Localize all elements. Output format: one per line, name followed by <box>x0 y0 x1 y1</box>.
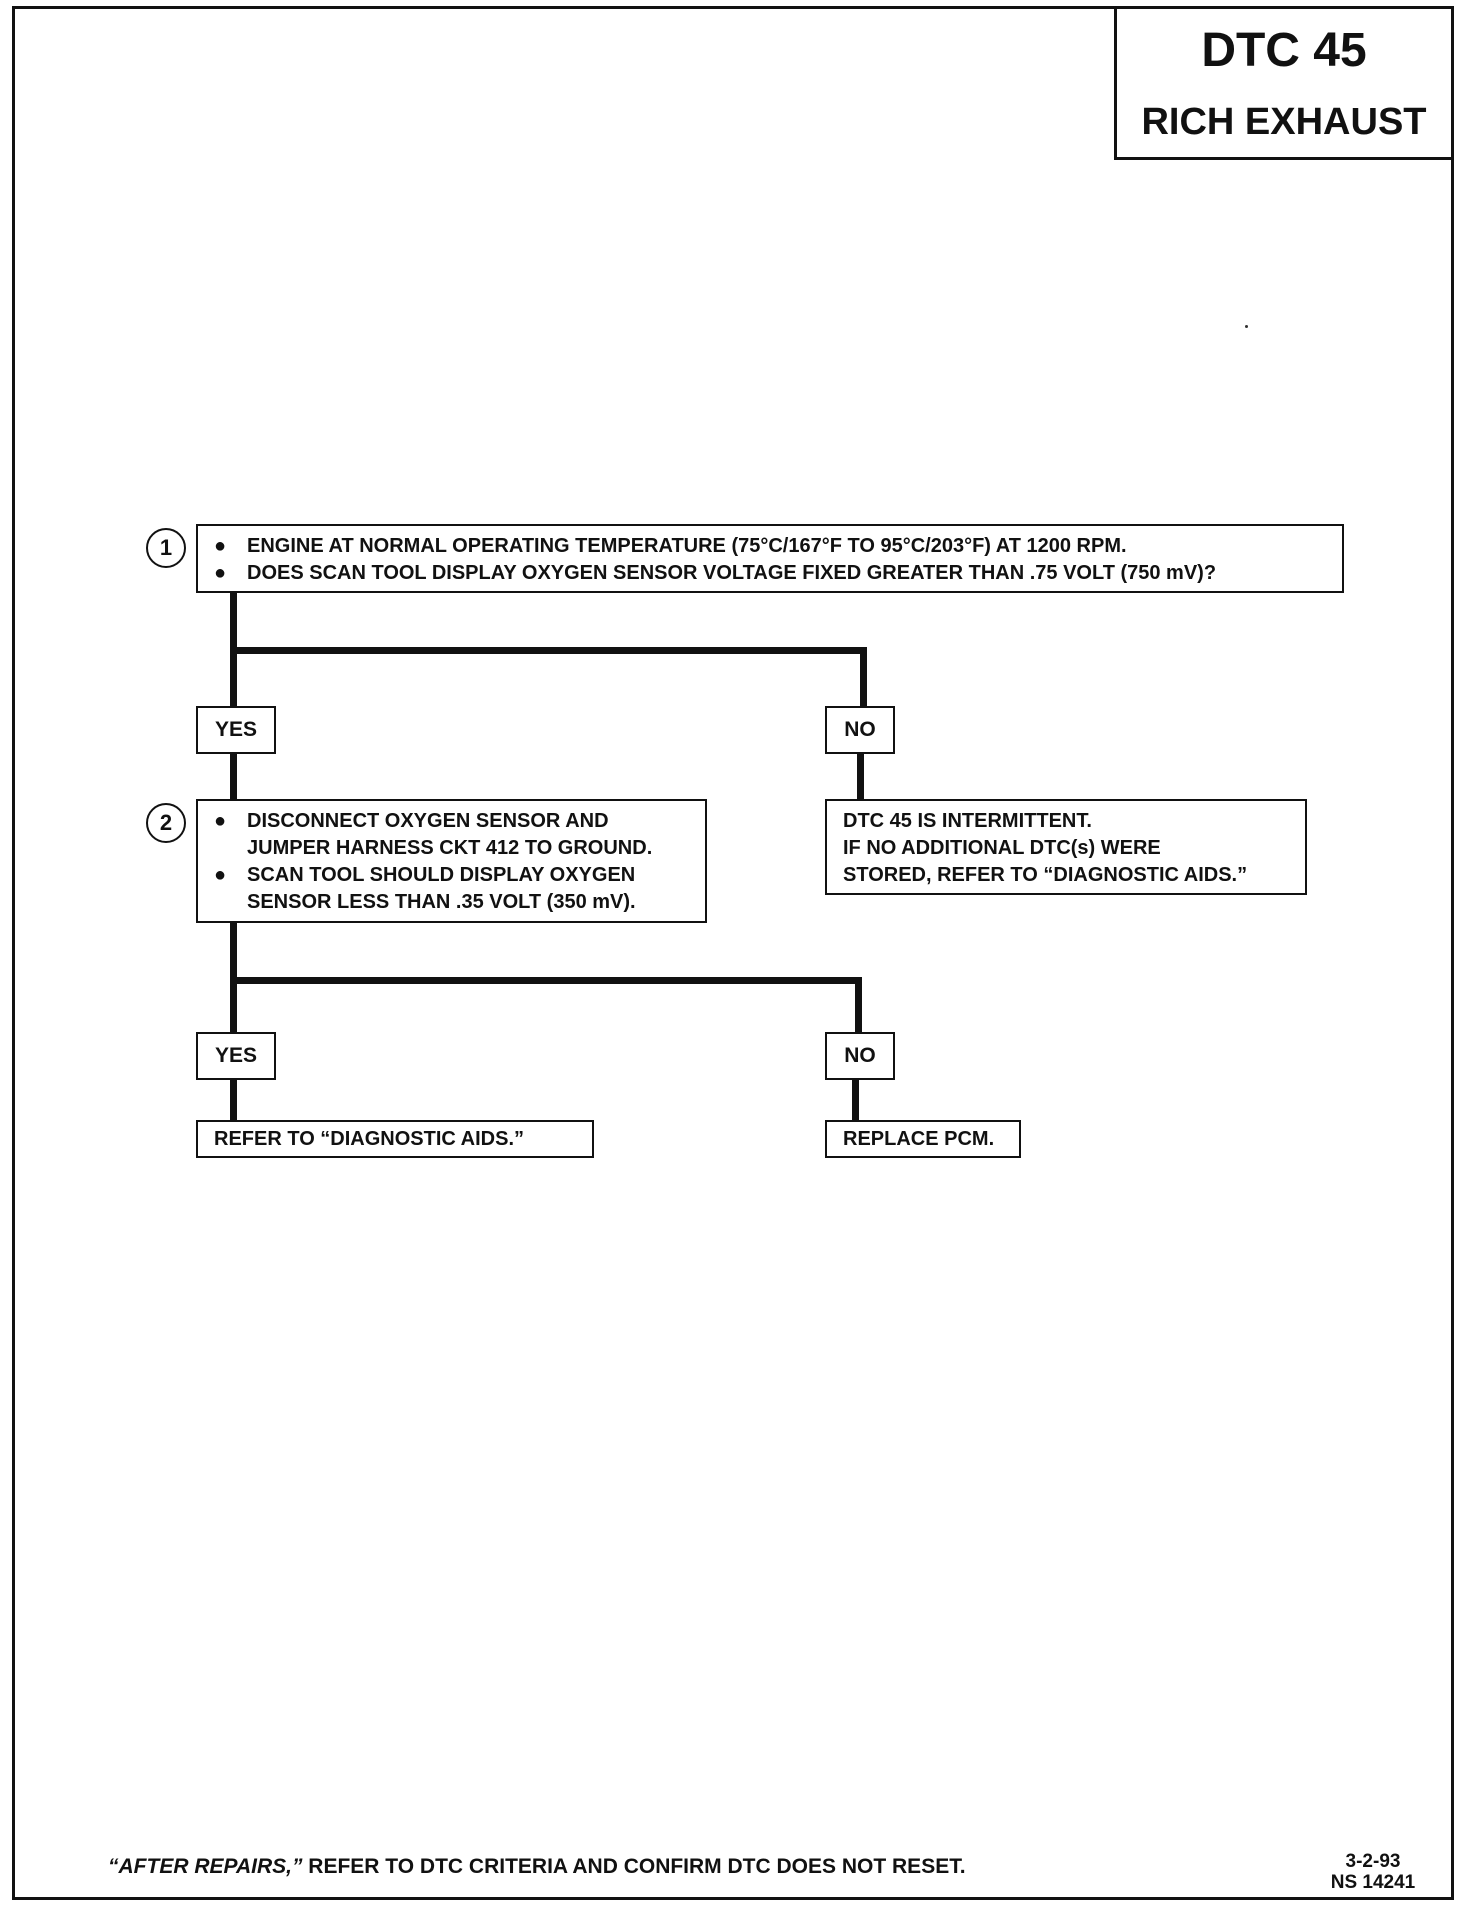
step-2-bullet-1-cont: JUMPER HARNESS CKT 412 TO GROUND. <box>198 835 705 862</box>
bullet-dot: ● <box>214 562 227 584</box>
document-number: NS 14241 <box>1330 1872 1416 1893</box>
yes-result-2-box: REFER TO “DIAGNOSTIC AIDS.” <box>196 1120 594 1158</box>
step-2-box: ● DISCONNECT OXYGEN SENSOR AND JUMPER HAR… <box>196 799 707 923</box>
step-2-bullet-1: ● DISCONNECT OXYGEN SENSOR AND <box>198 808 705 835</box>
connector-yes1-to-step2 <box>230 752 237 800</box>
step-2-bullet-2: ● SCAN TOOL SHOULD DISPLAY OXYGEN <box>198 862 705 889</box>
connector-no1-to-result <box>857 752 864 800</box>
scan-speck <box>1245 325 1248 328</box>
branch-1-no-label: NO <box>825 706 895 754</box>
no-result-1-line-2: IF NO ADDITIONAL DTC(s) WERE <box>843 837 1161 859</box>
bullet-dot: ● <box>214 810 227 832</box>
step-1-bullet-1: ● ENGINE AT NORMAL OPERATING TEMPERATURE … <box>198 533 1342 560</box>
step-2-text-1: DISCONNECT OXYGEN SENSOR AND <box>247 810 609 832</box>
page-frame <box>12 6 1454 1900</box>
step-2-text-4: SENSOR LESS THAN .35 VOLT (350 mV). <box>247 891 636 913</box>
title-box: DTC 45 RICH EXHAUST <box>1114 6 1454 160</box>
dtc-code: DTC 45 <box>1201 24 1367 77</box>
step-2-text-2: JUMPER HARNESS CKT 412 TO GROUND. <box>247 837 653 859</box>
after-repairs-note: “AFTER REPAIRS,” REFER TO DTC CRITERIA A… <box>108 1855 966 1879</box>
document-reference: 3-2-93 NS 14241 <box>1316 1851 1430 1893</box>
no-result-1-line-3: STORED, REFER TO “DIAGNOSTIC AIDS.” <box>843 864 1248 886</box>
step-1-bullet-2: ● DOES SCAN TOOL DISPLAY OXYGEN SENSOR VO… <box>198 560 1342 587</box>
document-date: 3-2-93 <box>1345 1851 1401 1872</box>
bullet-dot: ● <box>214 864 227 886</box>
connector-branch2-no-down <box>855 977 862 1035</box>
step-2-text-3: SCAN TOOL SHOULD DISPLAY OXYGEN <box>247 864 636 886</box>
connector-branch1-no-down <box>860 647 867 710</box>
step-1-box: ● ENGINE AT NORMAL OPERATING TEMPERATURE … <box>196 524 1344 593</box>
no-result-2-box: REPLACE PCM. <box>825 1120 1021 1158</box>
step-1-marker: 1 <box>146 528 186 568</box>
after-repairs-label: “AFTER REPAIRS,” <box>108 1855 303 1878</box>
connector-branch2-horizontal <box>230 977 862 984</box>
step-2-marker: 2 <box>146 803 186 843</box>
bullet-dot: ● <box>214 535 227 557</box>
branch-2-yes-label: YES <box>196 1032 276 1080</box>
dtc-name: RICH EXHAUST <box>1141 101 1427 143</box>
no-result-1-box: DTC 45 IS INTERMITTENT. IF NO ADDITIONAL… <box>825 799 1307 895</box>
step-2-bullet-2-cont: SENSOR LESS THAN .35 VOLT (350 mV). <box>198 889 705 916</box>
connector-branch1-horizontal <box>230 647 867 654</box>
branch-2-no-label: NO <box>825 1032 895 1080</box>
connector-yes2-to-result <box>230 1078 237 1122</box>
connector-no2-to-result <box>852 1078 859 1122</box>
after-repairs-text: REFER TO DTC CRITERIA AND CONFIRM DTC DO… <box>302 1855 966 1878</box>
branch-1-yes-label: YES <box>196 706 276 754</box>
step-1-text-2: DOES SCAN TOOL DISPLAY OXYGEN SENSOR VOL… <box>247 562 1217 584</box>
no-result-1-line-1: DTC 45 IS INTERMITTENT. <box>843 810 1092 832</box>
step-1-text-1: ENGINE AT NORMAL OPERATING TEMPERATURE (… <box>247 535 1127 557</box>
